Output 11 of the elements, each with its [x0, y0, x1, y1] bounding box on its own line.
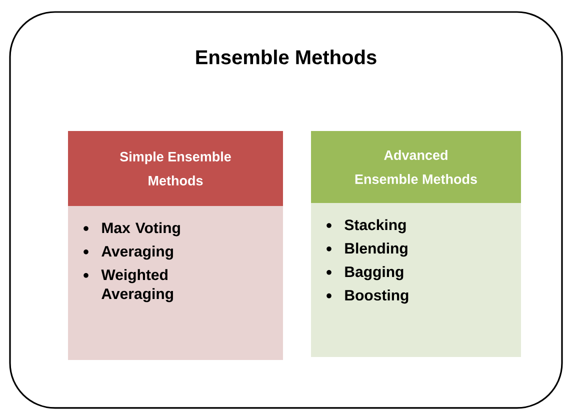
list-item: Boosting [345, 290, 408, 304]
list-item: Bagging [345, 266, 404, 280]
list-item: Averaging [102, 246, 173, 260]
list-item: Blending [345, 242, 408, 257]
list-item: Max Voting [102, 222, 180, 236]
list-item: Weighted Averaging [101, 269, 173, 302]
header-box: Simple Ensemble Methods [68, 131, 283, 206]
header-box: Advanced Ensemble Methods [311, 131, 521, 203]
list-box [68, 206, 283, 360]
list-box [311, 202, 521, 357]
list-item: Stacking [344, 219, 406, 234]
